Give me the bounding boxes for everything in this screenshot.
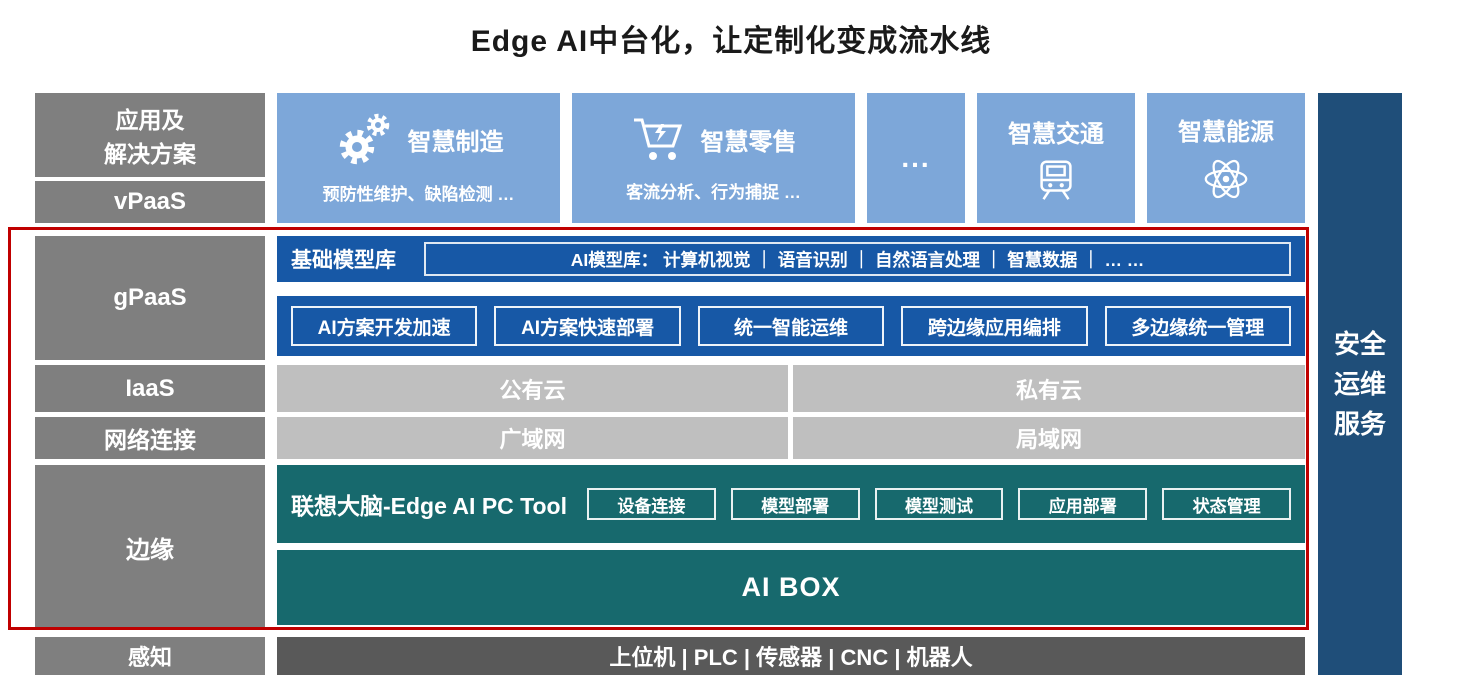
public-cloud-block: 公有云	[277, 365, 788, 412]
app-title: 智慧零售	[700, 129, 797, 156]
app-card-header: 智慧制造	[334, 112, 504, 168]
app-subtitle: 预防性维护、缺陷检测 …	[322, 184, 515, 204]
sidebar-label: 感知	[127, 645, 172, 670]
sidebar-item-iaas: IaaS	[35, 365, 265, 412]
sidebar-item-gpaas: gPaaS	[35, 236, 265, 360]
sidebar-label: IaaS	[125, 374, 175, 402]
app-card-smart-transport: 智慧交通	[977, 93, 1135, 223]
page-title: Edge AI中台化，让定制化变成流水线	[470, 25, 992, 58]
capability-cross-edge-orchestration: 跨边缘应用编排	[901, 306, 1088, 346]
app-card-smart-manufacturing: 智慧制造 预防性维护、缺陷检测 …	[277, 93, 560, 223]
lan-block: 局域网	[793, 417, 1305, 459]
sidebar-label: 边缘	[126, 537, 174, 564]
capability-ai-dev-acceleration: AI方案开发加速	[290, 306, 478, 346]
app-card-more: ...	[867, 93, 965, 223]
atom-icon	[1200, 153, 1252, 205]
ai-box-block: AI BOX	[277, 550, 1305, 625]
train-icon	[1032, 157, 1080, 203]
tool-model-deploy: 模型部署	[730, 488, 860, 520]
app-title: 智慧交通	[1008, 120, 1104, 148]
shopping-cart-icon	[631, 114, 687, 166]
model-library-band: 基础模型库 AI模型库： 计算机视觉 ｜ 语音识别 ｜ 自然语言处理 ｜ 智慧数…	[277, 236, 1305, 282]
app-card-header: 智慧零售	[631, 114, 797, 166]
edge-tool-items: 设备连接 模型部署 模型测试 应用部署 状态管理	[587, 488, 1291, 520]
tool-device-connect: 设备连接	[587, 488, 716, 520]
ellipsis-label: ...	[901, 142, 931, 173]
sidebar-label: 应用及 解决方案	[104, 107, 196, 167]
sidebar-item-perception: 感知	[35, 637, 265, 675]
sidebar-label: 网络连接	[104, 427, 196, 453]
tool-status-management: 状态管理	[1162, 488, 1291, 520]
perception-devices-bar: 上位机 | PLC | 传感器 | CNC | 机器人	[277, 637, 1305, 675]
sidebar-label: vPaaS	[113, 188, 187, 215]
private-cloud-block: 私有云	[793, 365, 1305, 412]
model-library-content: AI模型库： 计算机视觉 ｜ 语音识别 ｜ 自然语言处理 ｜ 智慧数据 ｜ … …	[424, 242, 1291, 276]
capability-multi-edge-management: 多边缘统一管理	[1104, 306, 1292, 346]
edge-tool-label: 联想大脑-Edge AI PC Tool	[291, 493, 567, 519]
sidebar-item-network: 网络连接	[35, 417, 265, 459]
app-subtitle: 客流分析、行为捕捉 …	[626, 182, 801, 202]
tool-app-deploy: 应用部署	[1018, 488, 1148, 520]
sidebar-label: gPaaS	[113, 284, 187, 311]
app-card-smart-retail: 智慧零售 客流分析、行为捕捉 …	[572, 93, 855, 223]
app-title: 智慧制造	[407, 129, 504, 156]
capability-unified-ops: 统一智能运维	[697, 306, 885, 346]
security-ops-panel: 安全 运维 服务	[1318, 93, 1402, 675]
sidebar-item-apps-solutions: 应用及 解决方案	[35, 93, 265, 177]
model-library-label: 基础模型库	[291, 249, 396, 272]
wan-block: 广域网	[277, 417, 788, 459]
edge-ai-pc-tool-band: 联想大脑-Edge AI PC Tool 设备连接 模型部署 模型测试 应用部署…	[277, 465, 1305, 543]
capability-ai-rapid-deploy: AI方案快速部署	[494, 306, 681, 346]
security-ops-label: 安全 运维 服务	[1333, 328, 1386, 440]
sidebar-item-vpaas: vPaaS	[35, 181, 265, 223]
app-card-smart-energy: 智慧能源	[1147, 93, 1305, 223]
app-title: 智慧能源	[1178, 118, 1274, 146]
tool-model-test: 模型测试	[874, 488, 1004, 520]
gpaas-capabilities-band: AI方案开发加速 AI方案快速部署 统一智能运维 跨边缘应用编排 多边缘统一管理	[277, 296, 1305, 356]
sidebar-item-edge: 边缘	[35, 465, 265, 630]
gears-icon	[334, 112, 394, 168]
